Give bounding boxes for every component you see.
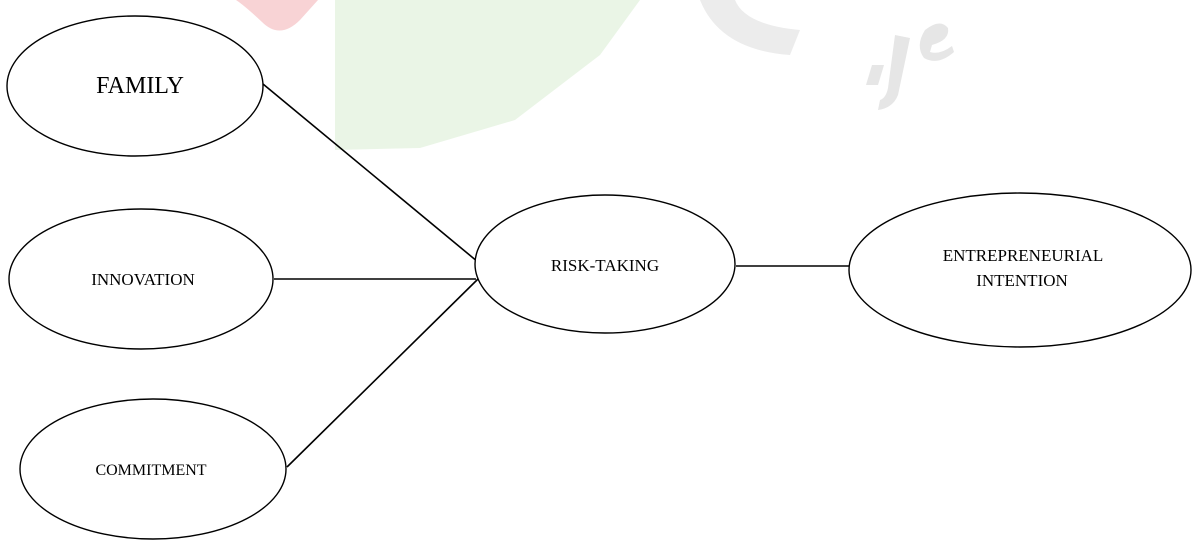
node-risk-taking: RISK-TAKING (474, 194, 736, 334)
node-family: FAMILY (6, 15, 264, 157)
watermark-green-shape (335, 0, 640, 150)
node-entrepreneurial-intention: ENTREPRENEURIAL INTENTION (848, 192, 1192, 348)
node-risk-taking-label: RISK-TAKING (551, 256, 659, 275)
connectors (262, 83, 850, 468)
node-entrepreneurial-intention-ellipse (848, 192, 1192, 348)
connector-commitment-risk (286, 278, 479, 468)
node-commitment-label: COMMITMENT (95, 462, 206, 479)
watermark-gray-letter-j (878, 35, 910, 110)
node-innovation-ellipse (8, 208, 274, 350)
node-family-ellipse (6, 15, 264, 157)
connector-family-risk (262, 83, 479, 263)
watermark-gray-arc (700, 0, 800, 55)
node-commitment: COMMITMENT (19, 398, 287, 540)
node-innovation-label: INNOVATION (91, 270, 195, 289)
node-entrepreneurial-intention-label-line1: ENTREPRENEURIAL (943, 246, 1104, 265)
watermark-gray-letter-i (866, 65, 884, 85)
node-commitment-ellipse (19, 398, 287, 540)
watermark (212, 0, 954, 150)
node-innovation: INNOVATION (8, 208, 274, 350)
node-family-label: FAMILY (96, 73, 184, 99)
watermark-gray-letter-e (919, 23, 954, 61)
watermark-red-shape (212, 0, 318, 31)
node-risk-taking-ellipse (474, 194, 736, 334)
node-entrepreneurial-intention-label-line2: INTENTION (976, 271, 1068, 290)
